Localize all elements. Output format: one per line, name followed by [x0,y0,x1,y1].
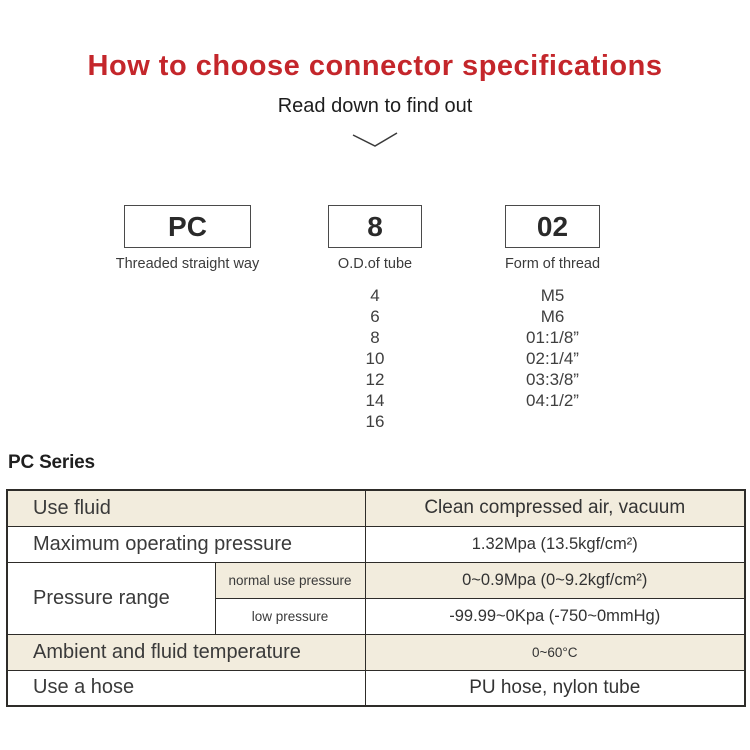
row-sublabel: low pressure [214,597,366,635]
row-value: -99.99~0Kpa (-750~0mmHg) [364,597,746,635]
option-item: 02:1/4” [526,349,579,368]
series-code-box: PC [124,205,251,248]
option-item: 12 [365,370,385,389]
row-label: Use fluid [6,489,366,527]
option-item: 8 [370,328,380,347]
option-item: 16 [365,412,385,431]
option-item: M5 [540,286,565,305]
series-code-caption: Threaded straight way [115,256,260,272]
page-subtitle: Read down to find out [277,95,473,117]
tube-od-code-box: 8 [328,205,422,248]
table-row-pressure-range-low: low pressure -99.99~0Kpa (-750~0mmHg) [7,597,746,635]
row-value: PU hose, nylon tube [364,669,746,707]
tube-od-caption: O.D.of tube [337,256,413,272]
row-value: 1.32Mpa (13.5kgf/cm²) [364,525,746,563]
spec-table: Use fluid Clean compressed air, vacuum M… [6,489,746,707]
option-item: 04:1/2” [526,391,579,410]
row-sublabel: normal use pressure [214,561,366,599]
picker-column-tube-od: 8 O.D.of tube 4 6 8 10 12 14 16 [305,205,445,432]
table-row-hose: Use a hose PU hose, nylon tube [6,669,746,707]
row-value: 0~60°C [364,633,746,671]
option-item: 4 [370,286,380,305]
option-item: M6 [540,307,565,326]
table-row-temperature: Ambient and fluid temperature 0~60°C [6,633,746,671]
option-item: 03:3/8” [526,370,579,389]
row-value: Clean compressed air, vacuum [364,489,746,527]
option-item: 6 [370,307,380,326]
tube-od-option-list: 4 6 8 10 12 14 16 [305,285,445,432]
chevron-down-icon [351,131,399,154]
thread-form-code-box: 02 [505,205,600,248]
row-label: Use a hose [6,669,366,707]
table-row-max-pressure: Maximum operating pressure 1.32Mpa (13.5… [6,525,746,563]
option-item: 01:1/8” [526,328,579,347]
table-row-pressure-range-normal: Pressure range normal use pressure 0~0.9… [6,561,746,635]
row-label: Ambient and fluid temperature [6,633,366,671]
option-item: 14 [365,391,385,410]
option-item: 10 [365,349,385,368]
picker-column-thread-form: 02 Form of thread M5 M6 01:1/8” 02:1/4” … [480,205,625,411]
series-heading: PC Series [8,452,95,473]
picker-column-series: PC Threaded straight way [104,205,271,272]
row-label: Pressure range [6,561,216,635]
page-title: How to choose connector specifications [87,50,663,82]
thread-form-option-list: M5 M6 01:1/8” 02:1/4” 03:3/8” 04:1/2” [480,285,625,411]
table-row-use-fluid: Use fluid Clean compressed air, vacuum [6,489,746,527]
thread-form-caption: Form of thread [504,256,601,272]
row-label: Maximum operating pressure [6,525,366,563]
row-value: 0~0.9Mpa (0~9.2kgf/cm²) [364,561,746,599]
